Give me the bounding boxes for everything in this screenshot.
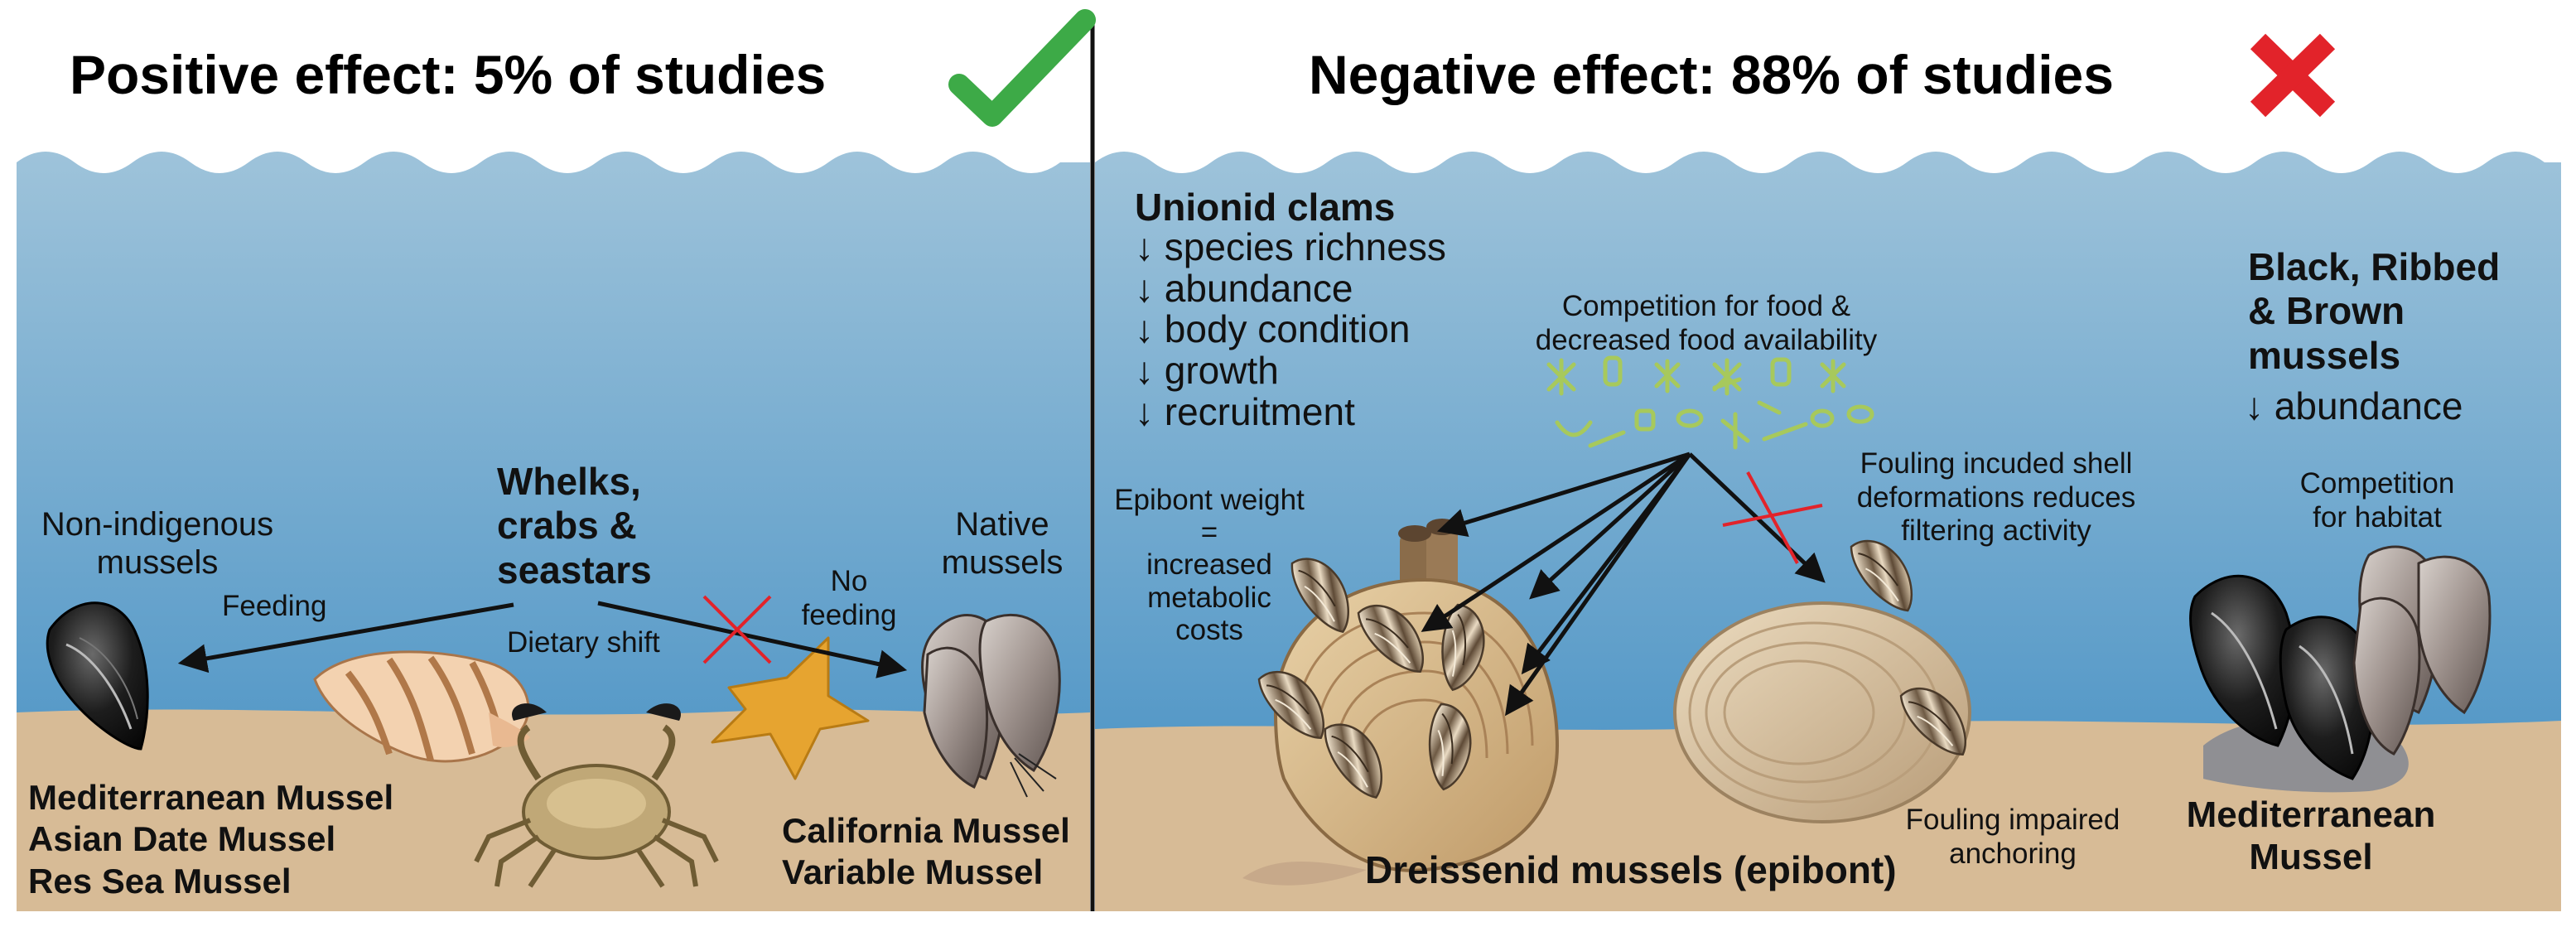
crab-icon [474,703,719,888]
deformed-clam-icon [1673,531,1973,823]
native-mussels-right-title: Black, Ribbed & Brown mussels [2248,245,2501,377]
native-mussels-label: Native mussels [941,506,1064,582]
unionid-clam-icon [1242,519,1560,886]
fouling-shell-label: Fouling incuded shell deformations reduc… [1856,447,2136,548]
cross-icon [2250,33,2336,118]
native-mussels-abundance-effect: ↓ abundance [2245,384,2463,427]
fouling-anchoring-label: Fouling impaired anchoring [1905,804,2120,870]
native-species-list: California Mussel Variable Mussel [782,811,1070,892]
competition-habitat-label: Competition for habitat [2299,467,2455,534]
mediterranean-mussel-left-icon [46,601,149,751]
epibont-weight-label: Epibont weight = increased metabolic cos… [1114,484,1305,646]
no-feeding-block-icon [702,595,772,664]
feeding-label: Feeding [222,590,327,622]
dietary-shift-label: Dietary shift [507,626,660,659]
non-indigenous-species-list: Mediterranean Mussel Asian Date Mussel R… [28,778,394,900]
dreissenid-mussels-label: Dreissenid mussels (epibont) [1365,848,1897,891]
unionid-clams-title: Unionid clams [1135,186,1396,229]
positive-effect-title: Positive effect: 5% of studies [70,44,827,105]
mediterranean-mussel-right-label: Mediterranean Mussel [2186,794,2436,878]
feeding-arrow [177,602,514,674]
predators-label: Whelks, crabs & seastars [497,460,652,591]
native-mussels-right-icon [2189,545,2492,793]
unionid-effects-list: ↓ species richness ↓ abundance ↓ body co… [1135,225,1446,433]
no-feeding-label: No feeding [801,565,897,631]
non-indigenous-label: Non-indigenous mussels [41,506,274,582]
negative-effect-title: Negative effect: 88% of studies [1309,44,2114,105]
competition-food-label: Competition for food & decreased food av… [1535,290,1878,356]
native-mussels-left-icon [921,613,1061,798]
check-icon [948,9,1096,127]
food-arrow-block-icon [1722,471,1823,564]
no-feeding-arrow [597,601,908,678]
food-particles-icon [1546,355,1874,450]
